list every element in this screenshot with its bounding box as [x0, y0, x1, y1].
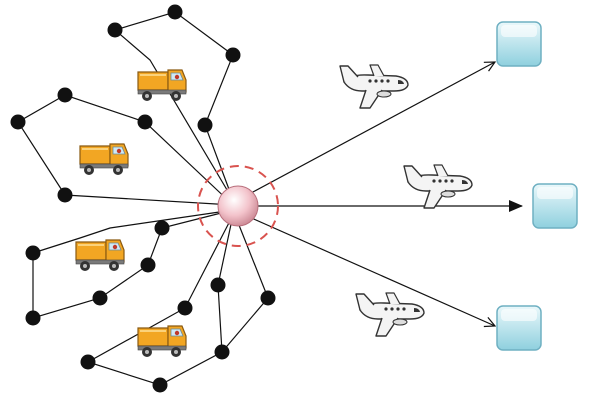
- air-route-upper: [237, 62, 495, 201]
- destination-box-icon: [496, 21, 542, 67]
- destination-box-icon: [532, 183, 578, 229]
- airplane-icon: [403, 164, 473, 209]
- customer-node-icon: [107, 22, 123, 38]
- customer-node-icon: [25, 310, 41, 326]
- customer-node-icon: [260, 290, 276, 306]
- customer-node-icon: [80, 354, 96, 370]
- route-loop-top: [113, 11, 234, 201]
- customer-node-icon: [197, 117, 213, 133]
- customer-node-icon: [57, 87, 73, 103]
- route-loop-upper-left: [17, 94, 234, 206]
- route-loop-lower-left: [32, 209, 234, 319]
- air-route-lower: [237, 211, 495, 326]
- customer-node-icon: [10, 114, 26, 130]
- destination-box-icon: [496, 305, 542, 351]
- customer-node-icon: [57, 187, 73, 203]
- dump-truck-icon: [137, 325, 187, 358]
- customer-node-icon: [154, 220, 170, 236]
- airplane-icon: [339, 64, 409, 109]
- customer-node-icon: [214, 344, 230, 360]
- customer-node-icon: [25, 245, 41, 261]
- dump-truck-icon: [137, 69, 187, 102]
- customer-node-icon: [92, 290, 108, 306]
- distribution-center-icon: [197, 165, 279, 247]
- customer-node-icon: [140, 257, 156, 273]
- customer-node-icon: [225, 47, 241, 63]
- air-routes: [237, 62, 523, 326]
- dump-truck-icon: [75, 239, 125, 272]
- customer-node-icon: [177, 300, 193, 316]
- airplane-icon: [355, 292, 425, 337]
- customer-node-icon: [210, 277, 226, 293]
- customer-node-icon: [137, 114, 153, 130]
- dump-truck-icon: [79, 143, 129, 176]
- customer-node-icon: [167, 4, 183, 20]
- route-extra-bottom: [221, 297, 269, 353]
- customer-nodes: [10, 4, 276, 393]
- customer-node-icon: [152, 377, 168, 393]
